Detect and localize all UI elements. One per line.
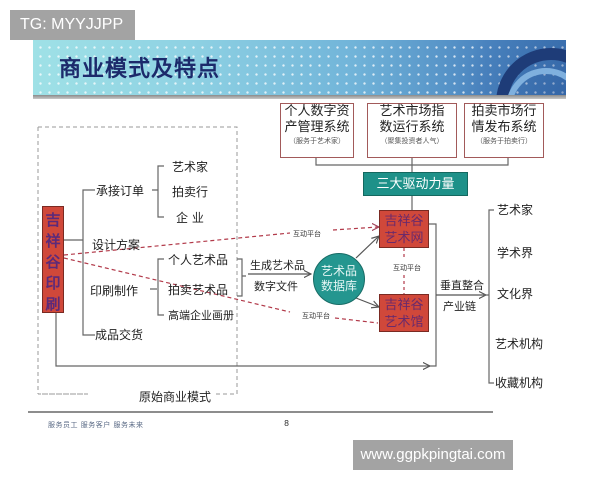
audience-collection-institutions: 收藏机构 [495,376,544,390]
system-box-auction-info: 拍卖市场行 情发布系统 （服务于拍卖行） [464,103,544,158]
digital-line2: 数字文件 [254,280,298,293]
print-item-album: 高端企业画册 [168,309,234,322]
art-gallery-box: 吉祥谷 艺术馆 [379,294,429,332]
system-line2: 情发布系统 [471,120,537,135]
system-box-digital-assets: 个人数字资 产管理系统 （服务于艺术家） [280,103,354,158]
step-print: 印刷制作 [90,284,139,298]
original-model-label: 原始商业模式 [135,388,216,405]
client-enterprise: 企 业 [176,211,204,225]
client-artist: 艺术家 [172,160,209,174]
print-item-auction: 拍卖艺术品 [168,283,229,297]
system-note: （聚集投资者人气） [380,137,444,145]
step-design: 设计方案 [92,238,141,252]
db-line1: 艺术品 [320,264,357,278]
art-web-line2: 艺术网 [384,231,424,246]
audience-art-institutions: 艺术机构 [495,337,544,351]
integration-line1: 垂直整合 [440,279,484,292]
company-box: 吉 祥 谷 印 刷 [42,206,64,313]
interactive-label-bottom: 互动平台 [302,312,330,320]
slide-title: 商业模式及特点 [59,57,221,82]
art-gallery-line1: 吉祥谷 [384,298,424,313]
step-order: 承接订单 [96,184,145,198]
page-number: 8 [284,419,290,428]
company-char: 谷 [45,253,61,271]
company-char: 吉 [45,211,61,229]
watermark-bottom: www.ggpkpingtai.com [353,440,513,470]
system-line1: 个人数字资 [284,104,350,119]
three-drivers-box: 三大驱动力量 [363,172,468,196]
system-line2: 产管理系统 [284,120,350,135]
company-char: 印 [45,274,61,292]
print-item-personal: 个人艺术品 [168,253,229,267]
audience-academia: 学术界 [497,246,534,260]
company-char: 祥 [45,232,61,250]
system-line1: 拍卖市场行 [471,104,537,119]
system-line1: 艺术市场指 [379,104,445,119]
footer-slogan: 服务员工 服务客户 服务未来 [48,421,144,429]
system-box-market-index: 艺术市场指 数运行系统 （聚集投资者人气） [367,103,457,158]
integration-line2: 产业链 [443,300,476,313]
digital-line1: 生成艺术品 [250,259,305,272]
header-rule [33,95,566,99]
art-web-line1: 吉祥谷 [384,214,424,229]
interactive-label-middle: 互动平台 [393,264,421,272]
audience-artists: 艺术家 [497,203,534,217]
system-note: （服务于拍卖行） [476,137,532,145]
step-delivery: 成品交货 [95,328,144,342]
watermark-top: TG: MYYJJPP [10,10,135,40]
artwork-database: 艺术品 数据库 [313,253,365,305]
company-char: 刷 [45,295,61,313]
client-auction: 拍卖行 [172,185,209,199]
audience-culture: 文化界 [497,287,534,301]
system-note: （服务于艺术家） [289,137,345,145]
interactive-label-top: 互动平台 [293,230,321,238]
system-line2: 数运行系统 [379,120,445,135]
db-line2: 数据库 [320,279,357,293]
footer-rule [28,411,493,413]
art-gallery-line2: 艺术馆 [384,315,424,330]
art-web-box: 吉祥谷 艺术网 [379,210,429,248]
slide-banner: 商业模式及特点 [33,40,566,95]
